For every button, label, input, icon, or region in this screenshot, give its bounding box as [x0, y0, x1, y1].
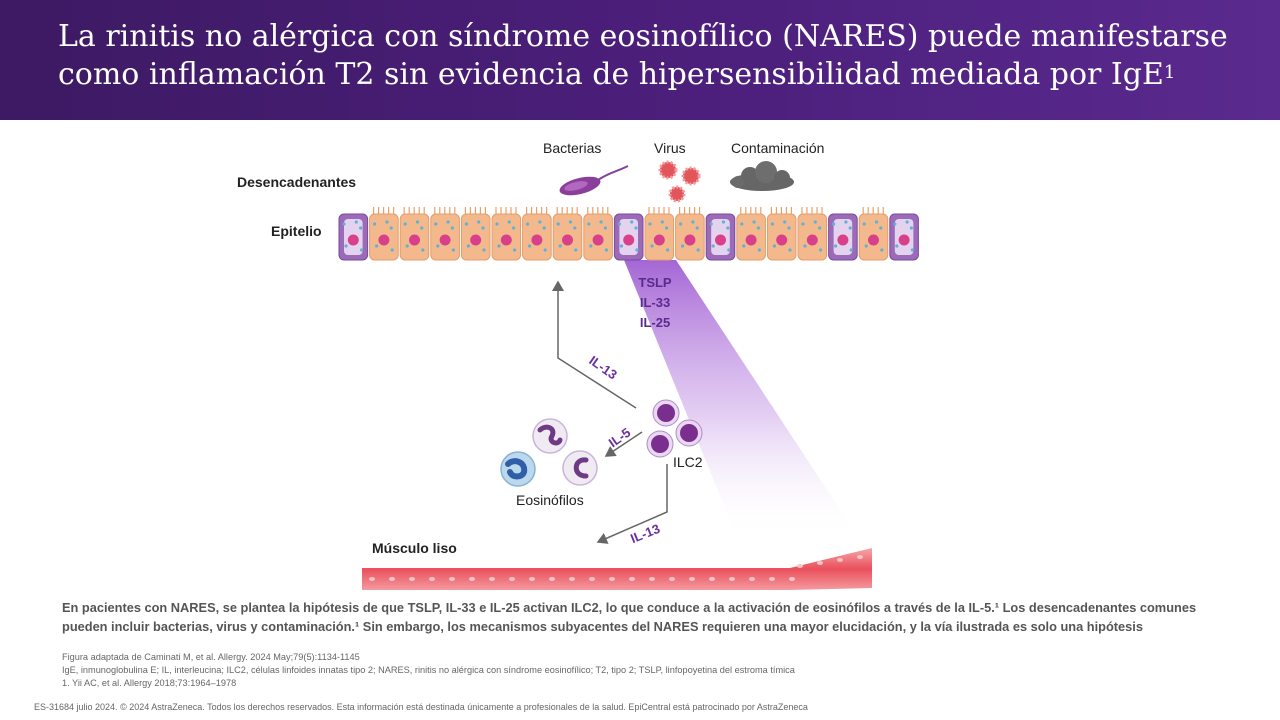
epithelial-cell-goblet	[828, 213, 858, 261]
muscle-nucleus	[389, 577, 395, 581]
label-triggers: Desencadenantes	[237, 174, 357, 190]
epithelial-cell	[858, 207, 889, 261]
epithelial-cell	[430, 207, 460, 261]
il13-muscle-arrow	[596, 464, 668, 544]
epithelial-cell	[736, 207, 766, 261]
epithelial-cell	[583, 207, 613, 261]
muscle-nucleus	[529, 577, 535, 581]
muscle-nucleus	[469, 577, 475, 581]
muscle-nucleus	[749, 577, 755, 581]
figure-caption: En pacientes con NARES, se plantea la hi…	[62, 600, 1197, 634]
cytokine-list: TSLP IL-33 IL-25	[628, 273, 682, 333]
il13-epithelium-arrow	[552, 280, 637, 409]
il5-eosinophil-arrow	[604, 431, 643, 457]
muscle-nucleus	[689, 577, 695, 581]
muscle-nucleus	[857, 555, 863, 559]
smooth-muscle-layer	[362, 548, 872, 590]
ilc2-cell-icon	[646, 399, 703, 458]
muscle-nucleus	[449, 577, 455, 581]
epithelial-cell	[644, 207, 675, 261]
muscle-nucleus	[669, 577, 675, 581]
epithelial-cell	[460, 207, 491, 261]
epithelial-cell-goblet	[705, 213, 736, 261]
label-pollution: Contaminación	[731, 140, 825, 156]
epithelial-cell	[522, 207, 552, 261]
legal-footer: ES-31684 julio 2024. © 2024 AstraZeneca.…	[34, 702, 808, 712]
muscle-nucleus	[629, 577, 635, 581]
label-epithelium: Epitelio	[271, 223, 322, 239]
muscle-nucleus	[837, 558, 843, 562]
muscle-nucleus	[729, 577, 735, 581]
reference: 1. Yii AC, et al. Allergy 2018;73:1964–1…	[62, 678, 237, 688]
muscle-nucleus	[489, 577, 495, 581]
muscle-nucleus	[549, 577, 555, 581]
virus-icon	[658, 160, 701, 203]
figure-source: Figura adaptada de Caminati M, et al. Al…	[62, 652, 360, 662]
epithelial-cell	[766, 207, 797, 261]
label-smooth-muscle: Músculo liso	[372, 540, 457, 556]
slide-title: La rinitis no alérgica con síndrome eosi…	[58, 18, 1238, 94]
label-bacteria: Bacterias	[543, 140, 602, 156]
epithelium-layer	[338, 207, 919, 261]
muscle-nucleus	[817, 561, 823, 565]
epithelial-cell	[399, 207, 430, 261]
muscle-nucleus	[609, 577, 615, 581]
epithelial-cell-goblet	[889, 213, 919, 261]
muscle-nucleus	[569, 577, 575, 581]
muscle-nucleus	[589, 577, 595, 581]
muscle-nucleus	[709, 577, 715, 581]
label-eosinophils: Eosinófilos	[516, 492, 584, 508]
title-banner: La rinitis no alérgica con síndrome eosi…	[0, 0, 1280, 120]
muscle-nucleus	[797, 564, 803, 568]
muscle-nucleus	[509, 577, 515, 581]
label-ilc2: ILC2	[673, 454, 703, 470]
epithelial-cell	[675, 207, 705, 261]
cytokine-il25: IL-25	[639, 315, 671, 330]
muscle-nucleus	[649, 577, 655, 581]
bacterium-icon	[559, 165, 629, 196]
cytokine-signal-beam	[624, 260, 860, 540]
eosinophil-icon	[500, 418, 598, 487]
cytokine-il33: IL-33	[639, 295, 671, 310]
epithelial-cell	[552, 207, 583, 261]
muscle-nucleus	[769, 577, 775, 581]
muscle-nucleus	[789, 577, 795, 581]
muscle-nucleus	[429, 577, 435, 581]
pollution-cloud-icon	[730, 161, 794, 191]
epithelial-cell	[797, 207, 828, 261]
cytokine-tslp: TSLP	[638, 275, 672, 290]
muscle-nucleus	[369, 577, 375, 581]
epithelial-cell-goblet	[338, 213, 369, 261]
epithelial-cell	[369, 207, 399, 261]
label-virus: Virus	[654, 140, 686, 156]
abbreviations: IgE, inmunoglobulina E; IL, interleucina…	[62, 665, 795, 675]
slide-title-text: La rinitis no alérgica con síndrome eosi…	[58, 19, 1228, 92]
epithelial-cell	[491, 207, 522, 261]
epithelial-cell-goblet	[613, 213, 644, 261]
muscle-nucleus	[409, 577, 415, 581]
title-reference-superscript: 1	[1163, 62, 1176, 83]
